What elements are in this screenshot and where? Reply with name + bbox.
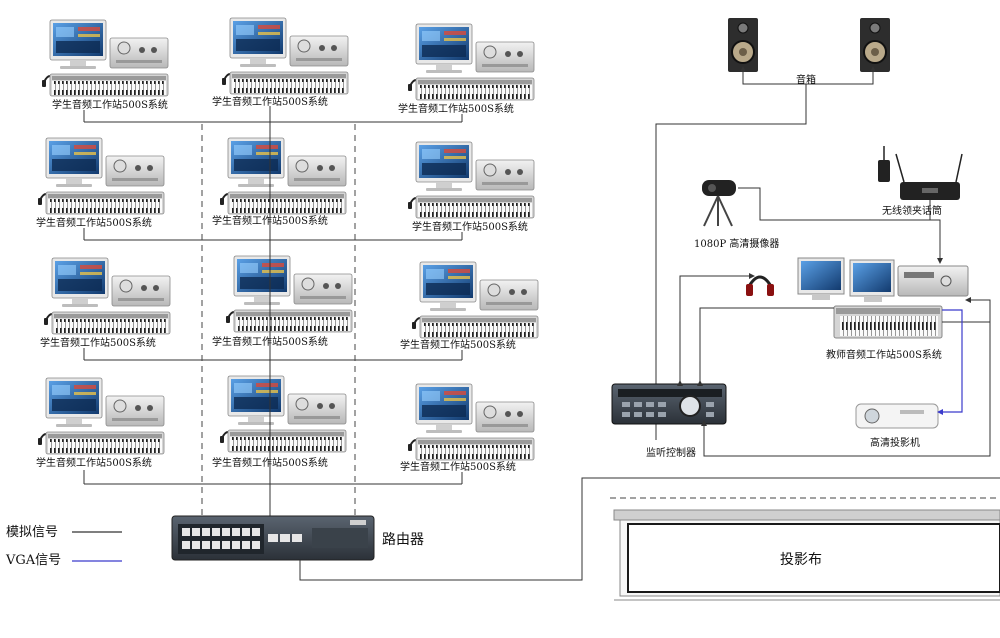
legend-vga-label: VGA信号 [5, 553, 61, 568]
legend: 模拟信号 VGA信号 [5, 525, 122, 568]
speakers-label: 音箱 [796, 73, 816, 86]
monitor-controller [611, 383, 727, 425]
router [171, 515, 375, 561]
student-station-label: 学生音频工作站500S系统 [400, 460, 516, 473]
wireless-mic [878, 146, 963, 200]
router-label: 路由器 [382, 532, 424, 548]
projector [855, 403, 939, 429]
student-station-label: 学生音频工作站500S系统 [36, 456, 152, 469]
router-uplink [299, 477, 1000, 581]
student-wiring [83, 106, 463, 516]
vga-wiring [940, 309, 963, 413]
speakers [727, 17, 891, 73]
projection-screen [610, 497, 1000, 601]
speaker-wiring [655, 72, 874, 440]
legend-analog-label: 模拟信号 [6, 525, 58, 540]
camera-label: 1080P 高清摄像器 [694, 237, 779, 250]
student-station-label: 学生音频工作站500S系统 [400, 338, 516, 351]
student-stations [37, 17, 539, 461]
teacher-station-label: 教师音频工作站500S系统 [826, 348, 942, 361]
projector-label: 高清投影机 [870, 436, 920, 449]
teacher-station [746, 257, 969, 339]
student-station-label: 学生音频工作站500S系统 [412, 220, 528, 233]
student-station-labels: 学生音频工作站500S系统 学生音频工作站500S系统 学生音频工作站500S系… [36, 95, 528, 473]
student-station-label: 学生音频工作站500S系统 [212, 95, 328, 108]
student-station-label: 学生音频工作站500S系统 [398, 102, 514, 115]
student-station-label: 学生音频工作站500S系统 [52, 98, 168, 111]
arrowheads [677, 66, 971, 426]
monitor-controller-label: 监听控制器 [646, 446, 696, 459]
camera [702, 180, 736, 227]
wireless-mic-label: 无线领夹话筒 [882, 204, 942, 217]
student-station-label: 学生音频工作站500S系统 [40, 336, 156, 349]
analog-wiring [679, 187, 991, 457]
student-station-label: 学生音频工作站500S系统 [36, 216, 152, 229]
screen-label: 投影布 [780, 552, 822, 568]
